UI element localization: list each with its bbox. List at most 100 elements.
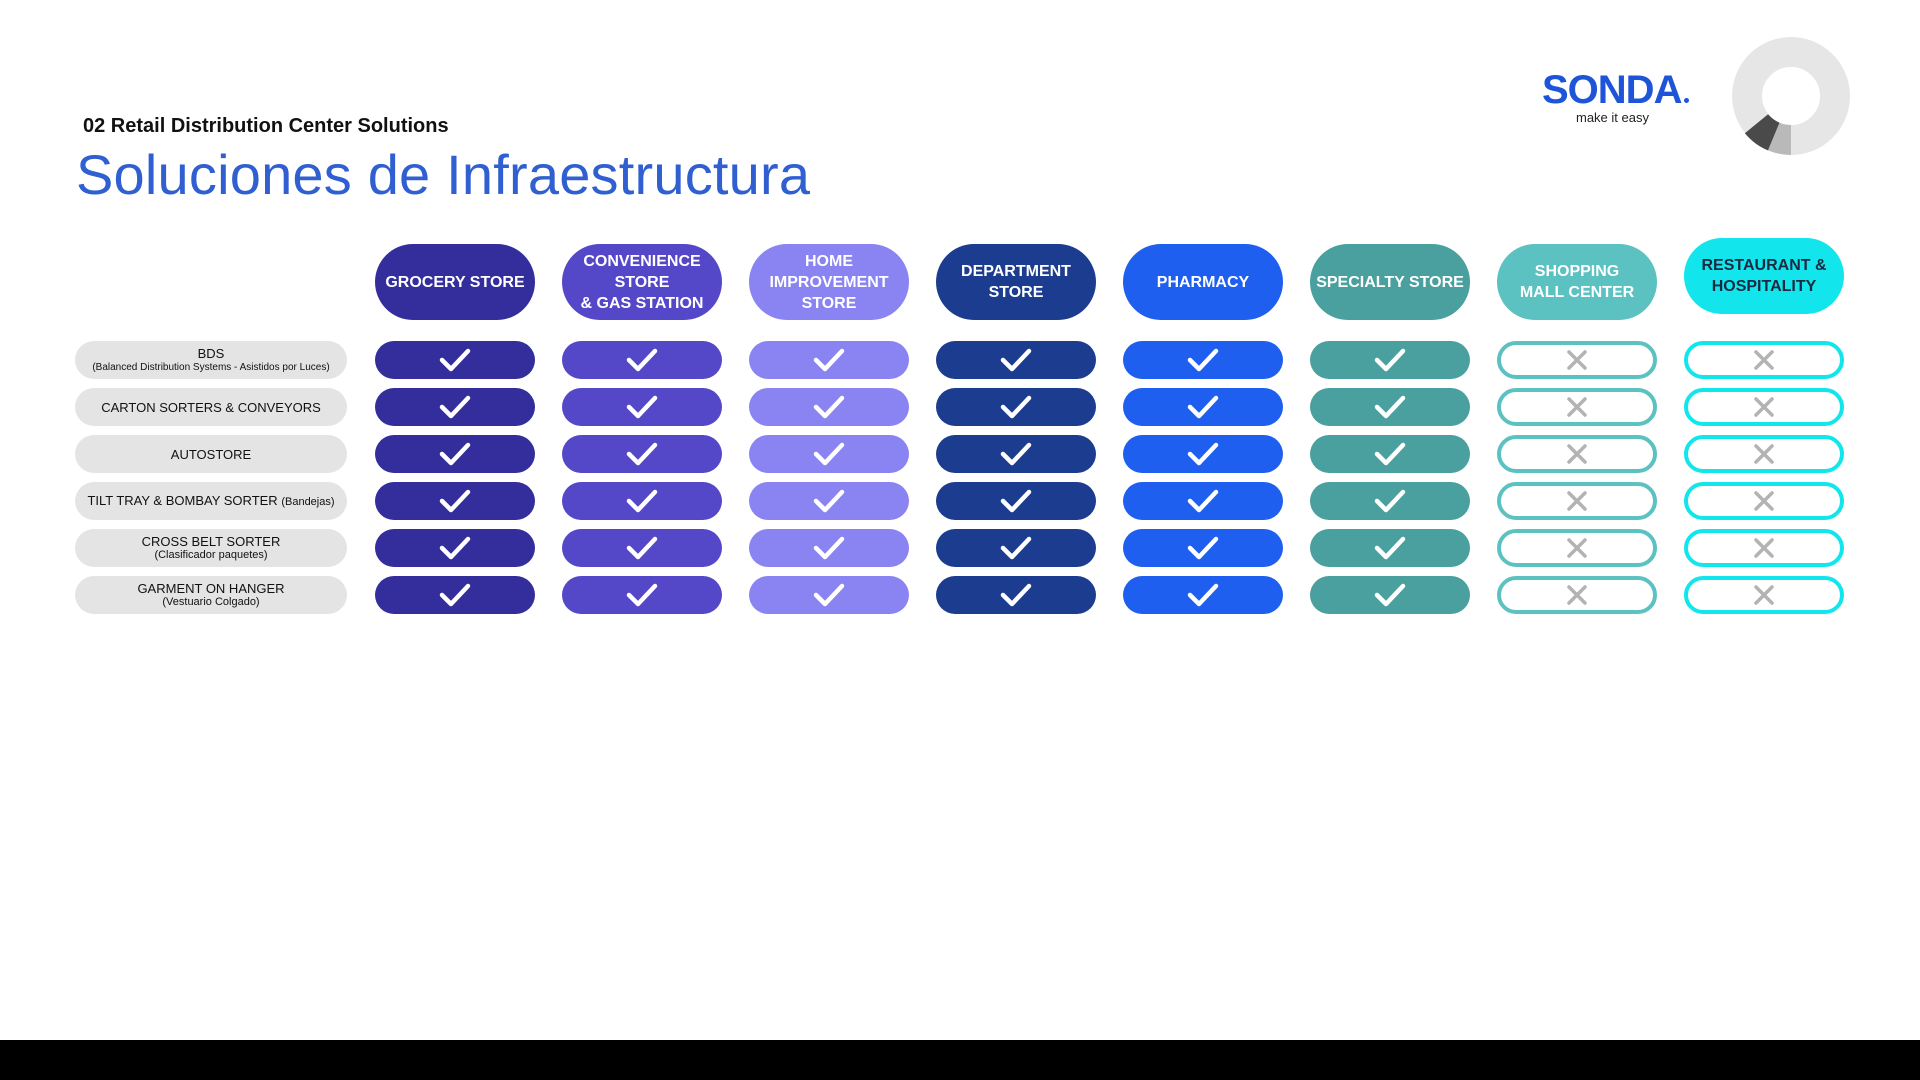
cell-supported bbox=[936, 576, 1096, 614]
cell-supported bbox=[936, 529, 1096, 567]
row-label: TILT TRAY & BOMBAY SORTER (Bandejas) bbox=[75, 482, 347, 520]
row-label-main: GARMENT ON HANGER bbox=[137, 581, 284, 596]
cross-icon bbox=[1753, 396, 1775, 418]
cell-supported bbox=[375, 529, 535, 567]
check-icon bbox=[812, 347, 846, 373]
check-icon bbox=[812, 488, 846, 514]
cell-not-supported bbox=[1497, 341, 1657, 379]
check-icon bbox=[438, 535, 472, 561]
row-label-text: CROSS BELT SORTER bbox=[141, 534, 281, 549]
check-icon bbox=[625, 394, 659, 420]
column-header: DEPARTMENT STORE bbox=[936, 244, 1096, 320]
row-label-main: CARTON SORTERS & CONVEYORS bbox=[101, 400, 321, 415]
row-label-text: TILT TRAY & BOMBAY SORTER bbox=[87, 492, 278, 508]
page-title: Soluciones de Infraestructura bbox=[76, 143, 811, 206]
cross-icon bbox=[1566, 490, 1588, 512]
cross-icon bbox=[1566, 443, 1588, 465]
row-label-sub: (Balanced Distribution Systems - Asistid… bbox=[92, 362, 330, 373]
cell-not-supported bbox=[1684, 482, 1844, 520]
section-subtitle: 02 Retail Distribution Center Solutions bbox=[83, 115, 449, 137]
check-icon bbox=[438, 582, 472, 608]
check-icon bbox=[1186, 535, 1220, 561]
cell-supported bbox=[562, 529, 722, 567]
column-header: RESTAURANT & HOSPITALITY bbox=[1684, 238, 1844, 314]
row-label-text: AUTOSTORE bbox=[170, 446, 252, 462]
check-icon bbox=[625, 441, 659, 467]
check-icon bbox=[999, 488, 1033, 514]
cell-supported bbox=[749, 341, 909, 379]
logo-brand: SONDA bbox=[1542, 68, 1690, 113]
row-label: BDS(Balanced Distribution Systems - Asis… bbox=[75, 341, 347, 379]
donut-decoration-icon bbox=[1732, 37, 1850, 155]
check-icon bbox=[812, 394, 846, 420]
cell-supported bbox=[1123, 341, 1283, 379]
cell-supported bbox=[936, 341, 1096, 379]
cell-supported bbox=[749, 435, 909, 473]
cell-not-supported bbox=[1497, 435, 1657, 473]
check-icon bbox=[1373, 394, 1407, 420]
cell-not-supported bbox=[1684, 529, 1844, 567]
column-header: CONVENIENCE STORE & GAS STATION bbox=[562, 244, 722, 320]
cell-supported bbox=[749, 482, 909, 520]
cell-supported bbox=[749, 529, 909, 567]
cell-supported bbox=[375, 388, 535, 426]
row-label-text: BDS bbox=[197, 346, 225, 361]
check-icon bbox=[625, 488, 659, 514]
cell-not-supported bbox=[1497, 529, 1657, 567]
cell-supported bbox=[1123, 435, 1283, 473]
cell-supported bbox=[1310, 435, 1470, 473]
cell-supported bbox=[749, 388, 909, 426]
check-icon bbox=[1373, 347, 1407, 373]
row-label-main: TILT TRAY & BOMBAY SORTER (Bandejas) bbox=[87, 493, 334, 510]
column-header: PHARMACY bbox=[1123, 244, 1283, 320]
row-label: GARMENT ON HANGER(Vestuario Colgado) bbox=[75, 576, 347, 614]
cross-icon bbox=[1566, 396, 1588, 418]
cell-supported bbox=[562, 482, 722, 520]
column-header: SHOPPING MALL CENTER bbox=[1497, 244, 1657, 320]
cell-supported bbox=[749, 576, 909, 614]
cross-icon bbox=[1566, 537, 1588, 559]
cell-supported bbox=[936, 482, 1096, 520]
cell-supported bbox=[936, 435, 1096, 473]
check-icon bbox=[1186, 394, 1220, 420]
cross-icon bbox=[1753, 349, 1775, 371]
cell-supported bbox=[1310, 576, 1470, 614]
cell-supported bbox=[1310, 482, 1470, 520]
check-icon bbox=[812, 582, 846, 608]
column-header: SPECIALTY STORE bbox=[1310, 244, 1470, 320]
cell-supported bbox=[1123, 388, 1283, 426]
check-icon bbox=[625, 582, 659, 608]
check-icon bbox=[1186, 441, 1220, 467]
row-label-main: CROSS BELT SORTER bbox=[142, 534, 281, 549]
column-header: HOME IMPROVEMENT STORE bbox=[749, 244, 909, 320]
sonda-logo: SONDA make it easy bbox=[1540, 68, 1690, 128]
cell-not-supported bbox=[1684, 341, 1844, 379]
cell-supported bbox=[936, 388, 1096, 426]
row-label-suffix: (Bandejas) bbox=[281, 495, 335, 508]
cell-supported bbox=[1310, 341, 1470, 379]
cell-supported bbox=[562, 341, 722, 379]
cross-icon bbox=[1566, 584, 1588, 606]
cell-supported bbox=[562, 388, 722, 426]
column-header: GROCERY STORE bbox=[375, 244, 535, 320]
row-label: CROSS BELT SORTER(Clasificador paquetes) bbox=[75, 529, 347, 567]
row-label-sub: (Vestuario Colgado) bbox=[162, 596, 260, 608]
check-icon bbox=[999, 347, 1033, 373]
cross-icon bbox=[1753, 443, 1775, 465]
cross-icon bbox=[1753, 490, 1775, 512]
row-label-main: AUTOSTORE bbox=[171, 447, 251, 462]
check-icon bbox=[438, 488, 472, 514]
check-icon bbox=[999, 441, 1033, 467]
row-label-main: BDS bbox=[198, 346, 225, 361]
bottom-bar bbox=[0, 1040, 1920, 1080]
cell-supported bbox=[1123, 576, 1283, 614]
cell-not-supported bbox=[1684, 576, 1844, 614]
row-label-text: GARMENT ON HANGER bbox=[137, 581, 285, 596]
check-icon bbox=[1373, 441, 1407, 467]
cell-supported bbox=[562, 435, 722, 473]
check-icon bbox=[999, 394, 1033, 420]
cross-icon bbox=[1753, 584, 1775, 606]
check-icon bbox=[999, 535, 1033, 561]
cell-not-supported bbox=[1684, 388, 1844, 426]
